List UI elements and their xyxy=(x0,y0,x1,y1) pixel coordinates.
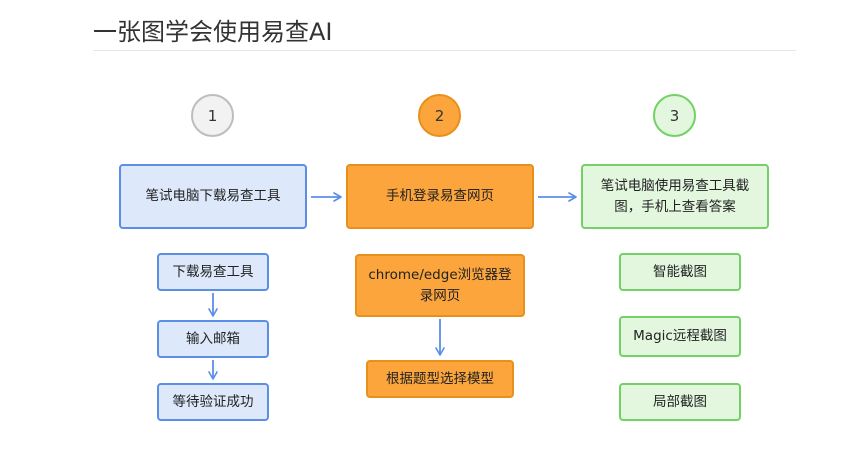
substep-label: chrome/edge浏览器登录网页 xyxy=(368,266,512,304)
option-label: 智能截图 xyxy=(653,263,707,280)
column-1-substep: 输入邮箱 xyxy=(157,320,269,358)
step-3-number: 3 xyxy=(653,94,696,137)
title-divider xyxy=(93,50,796,51)
step-1-number: 1 xyxy=(191,94,234,137)
page-title: 一张图学会使用易查AI xyxy=(93,18,333,46)
step-2-number: 2 xyxy=(418,94,461,137)
step-1-label: 笔试电脑下载易查工具 xyxy=(145,188,281,204)
step-3-box: 笔试电脑使用易查工具截图，手机上查看答案 xyxy=(581,164,769,229)
substep-label: 等待验证成功 xyxy=(172,393,254,410)
column-2-substep: 根据题型选择模型 xyxy=(366,360,514,398)
column-1-substep: 等待验证成功 xyxy=(157,383,269,421)
option-label: 局部截图 xyxy=(653,393,707,410)
substep-label: 根据题型选择模型 xyxy=(386,370,494,387)
column-3-option: 局部截图 xyxy=(619,383,741,421)
column-2-substep: chrome/edge浏览器登录网页 xyxy=(355,254,525,317)
step-2-box: 手机登录易查网页 xyxy=(346,164,534,229)
step-2-label: 手机登录易查网页 xyxy=(386,188,494,204)
column-3-option: Magic远程截图 xyxy=(619,316,741,357)
step-3-label: 笔试电脑使用易查工具截图，手机上查看答案 xyxy=(600,177,750,215)
step-1-box: 笔试电脑下载易查工具 xyxy=(119,164,307,229)
substep-label: 下载易查工具 xyxy=(172,263,254,280)
substep-label: 输入邮箱 xyxy=(186,330,240,347)
column-3-option: 智能截图 xyxy=(619,253,741,291)
column-1-substep: 下载易查工具 xyxy=(157,253,269,291)
option-label: Magic远程截图 xyxy=(633,328,727,344)
